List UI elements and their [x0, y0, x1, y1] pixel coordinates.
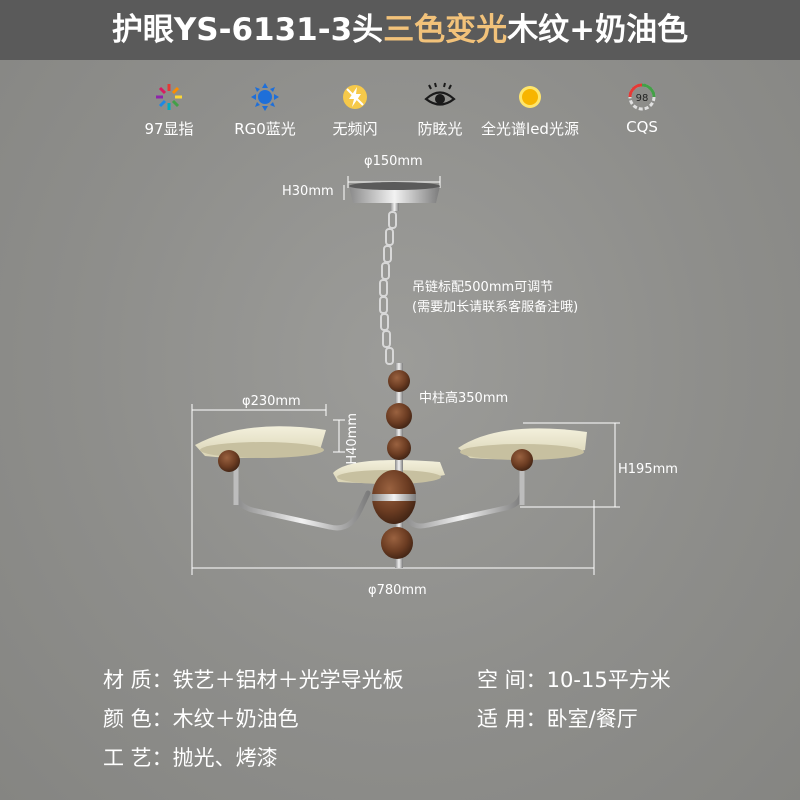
- spec-craft: 工 艺：抛光、烤漆: [103, 746, 278, 770]
- canopy-diameter-label: φ150mm: [364, 154, 423, 169]
- feature-blue-light: RG0蓝光: [210, 82, 320, 142]
- feature-label: 无频闪: [332, 120, 378, 138]
- spec-color: 颜 色：木纹＋奶油色: [103, 707, 299, 731]
- total-diameter-label: φ780mm: [368, 583, 427, 598]
- feature-label: 97显指: [144, 120, 194, 138]
- eye-icon: [424, 82, 456, 106]
- ceiling-canopy: [349, 182, 440, 211]
- page-title: 护眼YS-6131-3头三色变光木纹+奶油色: [0, 0, 800, 60]
- blue-sun-icon: [251, 83, 279, 111]
- spec-use: 适 用：卧室/餐厅: [477, 707, 638, 731]
- feature-cri: 97显指: [114, 82, 224, 142]
- canopy-height-label: H30mm: [282, 184, 334, 199]
- feature-label: 全光谱led光源: [481, 120, 579, 138]
- left-shade: [195, 426, 326, 472]
- arm-height-label: H195mm: [618, 462, 678, 477]
- suspension-chain: [379, 211, 397, 365]
- title-bar: 护眼YS-6131-3头三色变光木纹+奶油色: [0, 0, 800, 60]
- center-column: [372, 363, 416, 568]
- shade-height-label: H40mm: [345, 413, 360, 465]
- chain-note-extra: (需要加长请联系客服备注哦): [412, 300, 579, 315]
- color-ring-icon: [156, 84, 182, 110]
- feature-label: CQS: [626, 118, 658, 136]
- feature-anti-glare: 防眩光: [385, 82, 495, 142]
- feature-full-spectrum: 全光谱led光源: [475, 82, 585, 142]
- no-flicker-icon: [343, 85, 367, 109]
- cqs-badge-icon: 98: [628, 83, 656, 111]
- shade-diameter-label: φ230mm: [242, 394, 301, 409]
- title-prefix: 护眼YS-6131-3头: [111, 12, 384, 48]
- spec-material: 材 质：铁艺＋铝材＋光学导光板: [103, 668, 404, 692]
- chain-note: 吊链标配500mm可调节: [412, 280, 554, 295]
- feature-no-flicker: 无频闪: [300, 82, 410, 142]
- right-shade: [458, 428, 587, 471]
- chandelier-illustration: [191, 176, 620, 575]
- title-highlight: 三色变光: [383, 12, 508, 48]
- feature-cqs: 98 CQS: [587, 82, 697, 142]
- spec-space: 空 间：10-15平方米: [477, 668, 671, 692]
- column-height-label: 中柱高350mm: [419, 391, 509, 406]
- cqs-badge-text: 98: [636, 93, 649, 104]
- title-suffix: 木纹+奶油色: [507, 12, 689, 48]
- sun-icon: [519, 86, 541, 108]
- feature-label: RG0蓝光: [234, 120, 296, 138]
- dimension-lines: [191, 176, 620, 575]
- feature-label: 防眩光: [417, 120, 463, 138]
